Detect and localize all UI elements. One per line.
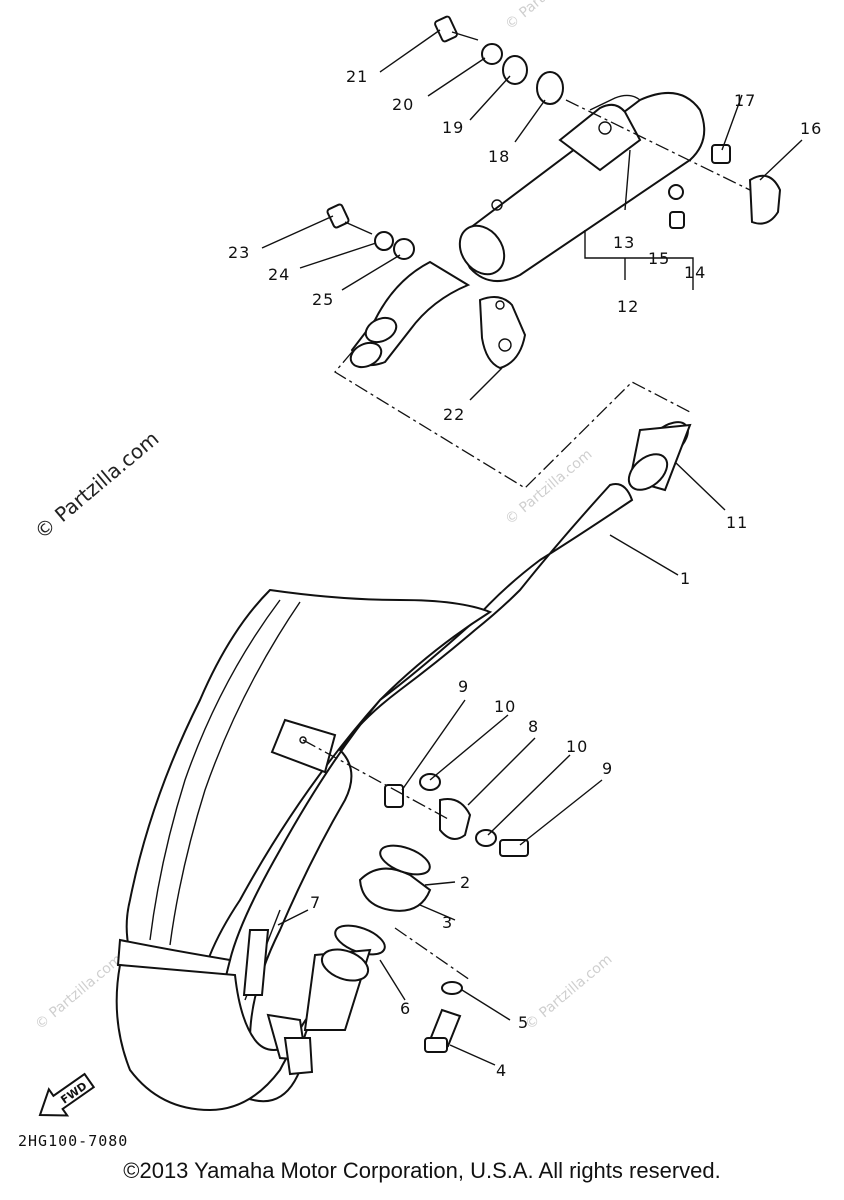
callout-7: 7 xyxy=(310,893,321,912)
exhaust-pipe xyxy=(115,483,634,1112)
callout-14: 14 xyxy=(684,263,706,282)
callout-15: 15 xyxy=(648,249,670,268)
callout-17: 17 xyxy=(734,91,756,110)
diagram-code: 2HG100-7080 xyxy=(18,1132,128,1150)
leader-lines xyxy=(261,29,803,1066)
part-22-bracket xyxy=(478,295,527,370)
watermark-bottom-left: © Partzilla.com xyxy=(32,951,125,1033)
watermark-main: © Partzilla.com xyxy=(30,426,164,544)
callout-9-left: 9 xyxy=(458,677,469,696)
callout-25: 25 xyxy=(312,290,334,309)
callout-19: 19 xyxy=(442,118,464,137)
callout-20: 20 xyxy=(392,95,414,114)
silencer-inlet xyxy=(458,224,506,276)
callout-3: 3 xyxy=(442,913,453,932)
callout-4: 4 xyxy=(496,1061,507,1080)
callout-5: 5 xyxy=(518,1013,529,1032)
silencer-bracket xyxy=(558,103,642,172)
callout-12: 12 xyxy=(617,297,639,316)
copyright-footer: ©2013 Yamaha Motor Corporation, U.S.A. A… xyxy=(123,1158,721,1183)
callout-22: 22 xyxy=(443,405,465,424)
callout-2: 2 xyxy=(460,873,471,892)
part-11-joint xyxy=(627,421,692,492)
callout-8: 8 xyxy=(528,717,539,736)
callout-13: 13 xyxy=(613,233,635,252)
callout-1: 1 xyxy=(680,569,691,588)
silencer-assembly xyxy=(326,15,782,489)
callout-21: 21 xyxy=(346,67,368,86)
callout-9-right: 9 xyxy=(602,759,613,778)
callout-6: 6 xyxy=(400,999,411,1018)
callout-23: 23 xyxy=(228,243,250,262)
watermark-bottom-right: © Partzilla.com xyxy=(522,951,615,1033)
callout-labels: 21 20 19 18 17 16 13 15 14 12 23 24 25 2… xyxy=(228,67,822,1080)
callout-10-right: 10 xyxy=(566,737,588,756)
callout-11: 11 xyxy=(726,513,748,532)
callout-10-left: 10 xyxy=(494,697,516,716)
callout-24: 24 xyxy=(268,265,290,284)
callout-18: 18 xyxy=(488,147,510,166)
watermark-top: © Partzilla.com xyxy=(502,0,595,33)
fwd-arrow: FWD xyxy=(38,1072,96,1117)
callout-16: 16 xyxy=(800,119,822,138)
